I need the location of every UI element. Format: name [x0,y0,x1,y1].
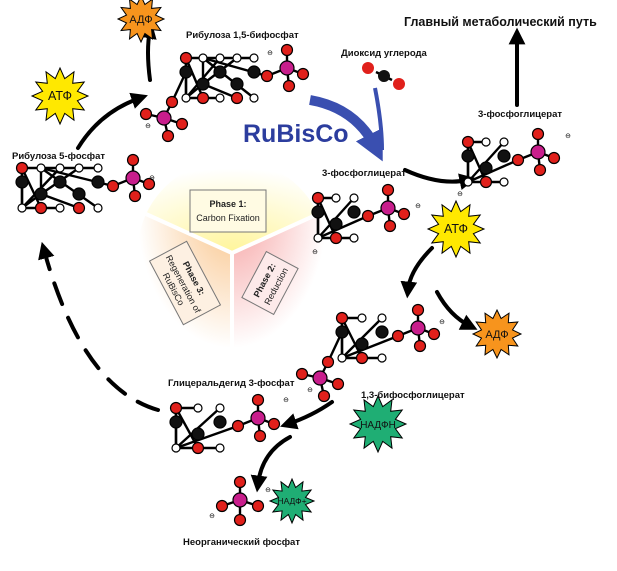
adp-top-star: АДФ [116,0,166,44]
arrow-to-adp-right [435,290,478,330]
svg-text:⊖: ⊖ [283,397,289,404]
molecules: ⊖⊖⊖⊖⊖⊖⊖⊖⊖⊖⊖⊖ [15,43,571,527]
svg-text:⊖: ⊖ [265,487,271,494]
co2-molecule [362,62,405,90]
svg-text:⊖: ⊖ [565,133,571,140]
molecule-ru5p: ⊖ [15,153,156,215]
atp-right-label: АТФ [444,222,468,236]
atp-left-star: АТФ [30,66,90,126]
phase3-box: Phase 3: Regeneration of RuBisCo [148,240,222,326]
phase-backgrounds [137,159,327,348]
molecule-pi: ⊖⊖ [209,475,271,527]
svg-text:⊖: ⊖ [312,249,318,256]
arrow-pga-to-bpg [400,246,434,299]
svg-text:⊖: ⊖ [149,175,155,182]
molecule-g3p: ⊖ [169,393,289,455]
svg-text:⊖: ⊖ [307,387,313,394]
nadph-star: НАДФН [348,394,408,454]
phase1-title: Phase 1: [209,199,246,209]
phase1-box: Phase 1: Carbon Fixation [189,189,267,233]
svg-text:⊖: ⊖ [457,191,463,198]
phase1-subtitle: Carbon Fixation [196,213,260,223]
molecule-pga-right: ⊖⊖ [457,127,571,198]
adp-right-star: АДФ [471,308,523,360]
atp-left-label: АТФ [48,89,72,103]
phase-dividers [145,212,319,348]
nadp-label: НАДФ+ [277,496,306,506]
label-pga-center: 3-фосфоглицерат [322,168,406,179]
arrow-g3p-to-pi [250,435,292,493]
enzyme-label: RuBisCo [243,120,349,148]
atp-right-star: АТФ [426,199,486,259]
label-pga-right: 3-фосфоглицерат [478,109,562,120]
label-bpg: 1,3-бифосфоглицерат [361,390,465,401]
svg-text:⊖: ⊖ [145,123,151,130]
label-pi: Неорганический фосфат [183,537,300,548]
molecule-pga-center: ⊖⊖ [311,183,421,256]
nadp-star: НАДФ+ [268,477,316,525]
molecule-bpg: ⊖⊖ [295,303,445,403]
arrow-bpg-to-g3p [280,400,334,430]
molecule-rubp: ⊖⊖ [139,43,310,143]
phase2-box: Phase 2: Reduction [241,250,299,316]
adp-right-label: АДФ [485,329,508,341]
svg-text:⊖: ⊖ [209,513,215,520]
label-ru5p: Рибулоза 5-фосфат [12,151,105,162]
svg-text:⊖: ⊖ [267,50,273,57]
label-co2: Диоксид углерода [341,48,428,59]
adp-top-label: АДФ [129,14,152,26]
nadph-label: НАДФН [360,420,396,431]
rubisco-arrow [309,87,384,162]
arrow-ru5p-to-rubp [76,92,148,150]
arrow-g3p-to-ru5p [38,241,160,412]
svg-text:⊖: ⊖ [415,203,421,210]
label-main-path: Главный метаболический путь [404,15,597,29]
label-g3p: Глицеральдегид 3-фосфат [168,378,295,389]
arrow-pga-to-pga-right [403,168,477,190]
label-rubp: Рибулоза 1,5-бифосфат [186,30,299,41]
svg-text:⊖: ⊖ [439,319,445,326]
